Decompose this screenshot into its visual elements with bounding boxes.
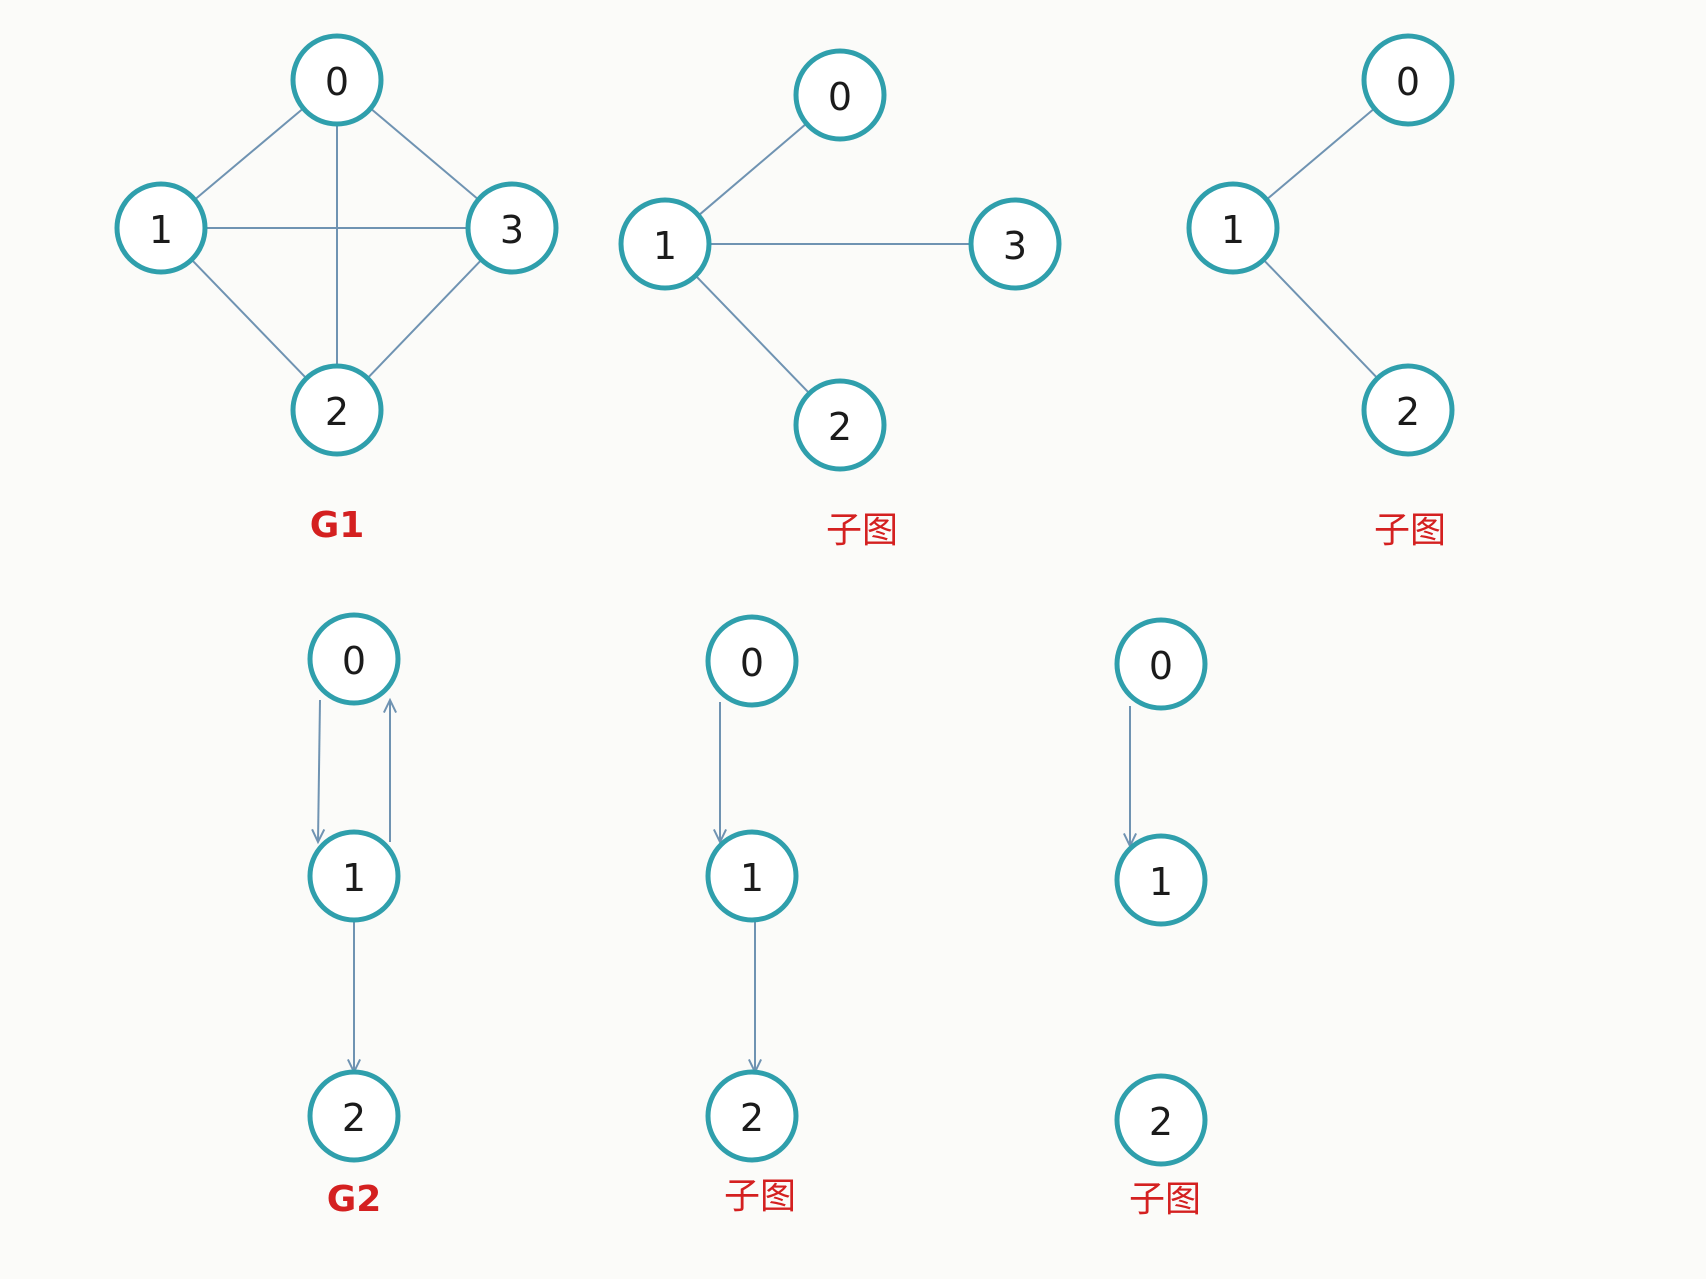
arrowhead-0-1 (311, 828, 326, 845)
graph-g2-sub-b: 0 1 2 子图 (1114, 617, 1208, 1220)
node-label: 1 (653, 224, 677, 268)
node-label: 3 (1003, 224, 1027, 268)
edge-1-2 (192, 260, 306, 378)
graph-g2: 0 1 2G2 (307, 612, 401, 1220)
graph-g2-sub-a: 0 1 2 子图 (705, 614, 799, 1217)
node-circle (705, 1069, 799, 1163)
graph-caption: 子图 (1374, 510, 1446, 551)
node-1: 1 (1186, 181, 1280, 275)
graph-caption: G1 (310, 505, 365, 546)
graph-caption: G2 (327, 1179, 382, 1220)
edge-1-0 (1267, 108, 1374, 200)
node-circle (793, 48, 887, 142)
node-label: 1 (1149, 860, 1173, 904)
node-2: 2 (793, 378, 887, 472)
node-circle (705, 829, 799, 923)
node-label: 3 (500, 208, 524, 252)
node-label: 1 (740, 856, 764, 900)
node-1: 1 (114, 181, 208, 275)
node-3: 3 (968, 197, 1062, 291)
node-circle (618, 197, 712, 291)
node-circle (114, 181, 208, 275)
node-circle (307, 829, 401, 923)
arrowhead-1-0 (383, 697, 397, 714)
node-label: 2 (1149, 1100, 1173, 1144)
graph-caption: 子图 (724, 1176, 796, 1217)
node-circle (1114, 617, 1208, 711)
edge-1-0 (699, 124, 806, 215)
node-2: 2 (290, 363, 384, 457)
edge-0-1 (317, 699, 321, 843)
node-circle (968, 197, 1062, 291)
node-circle (1361, 363, 1455, 457)
node-1: 1 (1114, 833, 1208, 927)
node-label: 0 (740, 641, 764, 685)
node-2: 2 (307, 1069, 401, 1163)
node-circle (705, 614, 799, 708)
node-circle (1114, 1073, 1208, 1167)
node-circle (793, 378, 887, 472)
node-2: 2 (1114, 1073, 1208, 1167)
node-label: 2 (740, 1096, 764, 1140)
graph-caption: 子图 (1129, 1179, 1201, 1220)
edge-0-1 (195, 108, 303, 200)
node-0: 0 (307, 612, 401, 706)
graph-g1-sub-b: 0 1 2 子图 (1186, 33, 1455, 551)
graph-caption: 子图 (826, 510, 898, 551)
node-label: 2 (342, 1096, 366, 1140)
node-0: 0 (290, 33, 384, 127)
node-circle (1361, 33, 1455, 127)
edge-3-2 (368, 260, 481, 378)
node-label: 2 (1396, 390, 1420, 434)
node-0: 0 (705, 614, 799, 708)
graph-g1-sub-a: 0 1 3 2 子图 (618, 48, 1062, 551)
node-label: 2 (828, 405, 852, 449)
node-0: 0 (793, 48, 887, 142)
graph-g1: 0 1 3 2G1 (114, 33, 559, 546)
node-label: 0 (325, 60, 349, 104)
node-label: 0 (828, 75, 852, 119)
edge-1-2 (696, 276, 809, 393)
edge-1-2 (1264, 260, 1377, 378)
node-circle (1114, 833, 1208, 927)
node-1: 1 (307, 829, 401, 923)
node-0: 0 (1361, 33, 1455, 127)
edge-0-3 (371, 108, 478, 200)
node-2: 2 (1361, 363, 1455, 457)
node-0: 0 (1114, 617, 1208, 711)
node-label: 1 (342, 856, 366, 900)
node-label: 1 (1221, 208, 1245, 252)
node-2: 2 (705, 1069, 799, 1163)
arrowhead-0-1 (713, 828, 727, 845)
node-3: 3 (465, 181, 559, 275)
node-1: 1 (618, 197, 712, 291)
node-label: 0 (342, 639, 366, 683)
node-label: 0 (1396, 60, 1420, 104)
node-circle (1186, 181, 1280, 275)
node-label: 0 (1149, 644, 1173, 688)
node-circle (290, 363, 384, 457)
node-circle (307, 612, 401, 706)
node-circle (307, 1069, 401, 1163)
node-circle (290, 33, 384, 127)
node-label: 1 (149, 208, 173, 252)
node-1: 1 (705, 829, 799, 923)
node-circle (465, 181, 559, 275)
node-label: 2 (325, 390, 349, 434)
